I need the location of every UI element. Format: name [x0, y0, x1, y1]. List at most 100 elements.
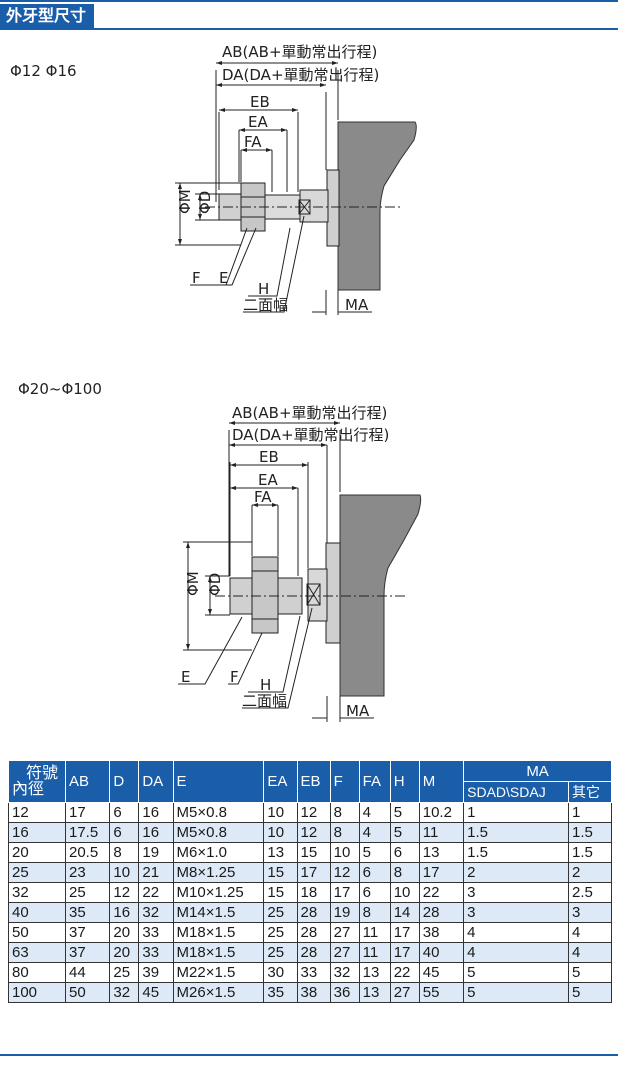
table-cell: 6 — [389, 842, 420, 863]
diagram2-da-label: DA(DA+單動常出行程) — [232, 426, 389, 444]
table-cell: 28 — [296, 922, 331, 943]
diagram1: AB(AB+單動常出行程) DA(DA+單動常出行程) EB EA FA ΦM … — [175, 43, 417, 315]
table-cell: 5 — [463, 982, 570, 1003]
table-cell: 35 — [263, 982, 298, 1003]
table-cell: 35 — [64, 902, 111, 923]
table-cell: 2.5 — [568, 882, 612, 903]
table-cell: 10 — [263, 822, 298, 843]
top-border — [0, 0, 618, 2]
spec-table: 符號 內徑 AB D DA E EA EB F FA H M MA SDAD\S… — [8, 760, 612, 1003]
table-cell: 44 — [64, 962, 111, 983]
diagram2-e-label: E — [181, 668, 190, 686]
table-cell: M18×1.5 — [172, 922, 265, 943]
table-cell: 13 — [358, 962, 391, 983]
table-cell: 27 — [389, 982, 420, 1003]
table-cell: 12 — [296, 802, 331, 823]
table-cell: 17 — [389, 922, 420, 943]
diagram2-f-label: F — [230, 668, 239, 686]
table-cell: 32 — [138, 902, 174, 923]
table-cell: 2 — [568, 862, 612, 883]
table-cell: M10×1.25 — [172, 882, 265, 903]
table-cell: 14 — [389, 902, 420, 923]
table-cell: 12 — [296, 822, 331, 843]
table-cell: 3 — [463, 882, 570, 903]
table-cell: 22 — [418, 882, 465, 903]
table-cell: 32 — [109, 982, 140, 1003]
table-cell: M5×0.8 — [172, 802, 265, 823]
diagram1-size-label: Φ12 Φ16 — [10, 62, 77, 80]
table-cell: 25 — [109, 962, 140, 983]
table-cell: M22×1.5 — [172, 962, 265, 983]
table-cell: 8 — [329, 822, 360, 843]
table-cell: 4 — [358, 822, 391, 843]
table-cell: 8 — [109, 842, 140, 863]
diagram1-ea-label: EA — [248, 113, 268, 131]
table-cell: 20 — [109, 942, 140, 963]
diagram2-fa-label: FA — [254, 488, 272, 506]
table-cell: 16 — [138, 802, 174, 823]
col-header: H — [389, 760, 420, 803]
bore-cell: 80 — [8, 962, 66, 983]
col-header: EB — [296, 760, 331, 803]
diagram1-f-label: F — [192, 269, 201, 287]
table-cell: 33 — [296, 962, 331, 983]
table-cell: 17 — [389, 942, 420, 963]
bottom-rule — [0, 1054, 618, 1056]
table-cell: 13 — [358, 982, 391, 1003]
table-cell: 15 — [296, 842, 331, 863]
table-cell: 8 — [389, 862, 420, 883]
table-cell: 6 — [109, 822, 140, 843]
table-cell: 50 — [64, 982, 111, 1003]
table-cell: 4 — [568, 922, 612, 943]
table-cell: 6 — [109, 802, 140, 823]
diagram1-phi-d-label: ΦD — [196, 191, 214, 214]
table-cell: 32 — [329, 962, 360, 983]
diagram2: AB(AB+單動常出行程) DA(DA+單動常出行程) EB EA FA ΦM … — [178, 404, 422, 722]
table-cell: M5×0.8 — [172, 822, 265, 843]
table-cell: 10 — [329, 842, 360, 863]
diagram2-ma-label: MA — [346, 702, 370, 720]
table-cell: 11 — [418, 822, 465, 843]
table-cell: 10 — [263, 802, 298, 823]
table-cell: 37 — [64, 922, 111, 943]
table-cell: 17 — [296, 862, 331, 883]
table-cell: 5 — [568, 982, 612, 1003]
col-header: EA — [263, 760, 298, 803]
bore-cell: 16 — [8, 822, 66, 843]
table-cell: 25 — [263, 942, 298, 963]
col-header: AB — [64, 760, 111, 803]
table-cell: 13 — [418, 842, 465, 863]
diagram2-phi-d-label: ΦD — [206, 573, 224, 596]
table-cell: 17 — [418, 862, 465, 883]
table-cell: 16 — [138, 822, 174, 843]
table-cell: 1 — [568, 802, 612, 823]
table-cell: 25 — [263, 902, 298, 923]
ma-subheader: SDAD\SDAJ — [463, 781, 570, 803]
table-cell: 1.5 — [463, 822, 570, 843]
table-cell: 36 — [329, 982, 360, 1003]
title-rule — [0, 28, 618, 30]
col-header: E — [172, 760, 265, 803]
table-cell: 45 — [418, 962, 465, 983]
diagram2-h-label: H — [260, 676, 271, 694]
col-header: D — [109, 760, 140, 803]
col-header: M — [418, 760, 465, 803]
bore-cell: 32 — [8, 882, 66, 903]
table-cell: 8 — [358, 902, 391, 923]
diagram1-width-across-label: 二面幅 — [243, 296, 288, 314]
table-cell: 4 — [568, 942, 612, 963]
col-header: FA — [358, 760, 391, 803]
table-cell: 5 — [389, 802, 420, 823]
table-cell: 37 — [64, 942, 111, 963]
bore-cell: 25 — [8, 862, 66, 883]
diagram1-eb-label: EB — [250, 93, 270, 111]
table-cell: 1.5 — [463, 842, 570, 863]
bore-cell: 50 — [8, 922, 66, 943]
